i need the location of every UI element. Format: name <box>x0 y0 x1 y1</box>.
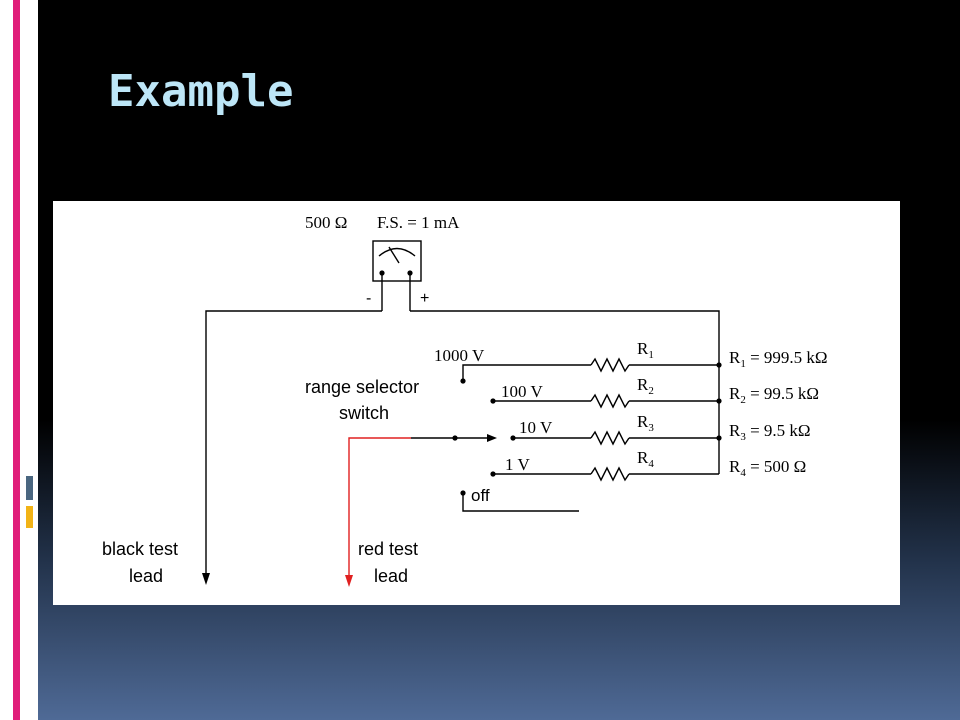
resistor-value-r2: R2 = 99.5 kΩ <box>729 384 819 406</box>
selector-label-line1: range selector <box>305 377 419 397</box>
red-lead-label-line1: red test <box>358 539 418 559</box>
meter-scale-arc <box>378 247 416 257</box>
bus-dot-r3 <box>716 435 722 441</box>
slide-title: Example <box>108 66 294 117</box>
red-lead-arrowhead <box>345 575 353 587</box>
resistor-name-r4: R4 <box>637 448 654 470</box>
contact-100v-dot <box>490 398 496 404</box>
range-label-100v: 100 V <box>501 382 543 401</box>
bus-dot-r2 <box>716 398 722 404</box>
meter-plus-dot <box>407 270 413 276</box>
pink-accent-bar <box>13 0 20 720</box>
contact-1v-dot <box>490 471 496 477</box>
range-label-1v: 1 V <box>505 455 530 474</box>
contact-1000v-dot <box>460 378 466 384</box>
meter-resistance-label: 500 Ω <box>305 213 347 232</box>
meter-full-scale-label: F.S. = 1 mA <box>377 213 460 232</box>
contact-off-dot <box>460 490 466 496</box>
red-lead-label-line2: lead <box>374 566 408 586</box>
selector-label-line2: switch <box>339 403 389 423</box>
plus-terminal-label: + <box>420 290 429 307</box>
red-lead-wire <box>348 437 411 579</box>
meter-needle <box>388 246 400 264</box>
resistor-name-r1: R1 <box>637 339 654 361</box>
minus-terminal-label: - <box>366 290 371 307</box>
gold-accent-block <box>26 506 33 528</box>
black-lead-label-line1: black test <box>102 539 178 559</box>
off-label: off <box>471 486 490 505</box>
resistor-r2 <box>590 393 630 409</box>
black-lead-label-line2: lead <box>129 566 163 586</box>
resistor-name-r3: R3 <box>637 412 654 434</box>
resistor-r1 <box>590 357 630 373</box>
left-accent-strip <box>0 0 38 720</box>
wire-1000v <box>462 364 591 381</box>
resistor-name-r2: R2 <box>637 375 654 397</box>
plus-bus-wire <box>410 310 720 471</box>
meter-minus-dot <box>379 270 385 276</box>
range-label-10v: 10 V <box>519 418 553 437</box>
black-lead-wire <box>205 310 382 577</box>
resistor-value-r3: R3 = 9.5 kΩ <box>729 421 811 443</box>
circuit-diagram: 500 Ω F.S. = 1 mA - + 1000 V 100 V 10 V … <box>53 201 900 605</box>
resistor-r4 <box>590 466 630 482</box>
switch-arrowhead <box>487 434 497 442</box>
wire-off <box>462 493 579 512</box>
bus-dot-r1 <box>716 362 722 368</box>
contact-10v-dot <box>510 435 516 441</box>
range-label-1000v: 1000 V <box>434 346 485 365</box>
grey-accent-block <box>26 476 33 500</box>
resistor-r3 <box>590 430 630 446</box>
black-lead-arrowhead <box>202 573 210 585</box>
resistor-value-r1: R1 = 999.5 kΩ <box>729 348 828 370</box>
switch-pivot-dot <box>452 435 458 441</box>
resistor-value-r4: R4 = 500 Ω <box>729 457 806 479</box>
